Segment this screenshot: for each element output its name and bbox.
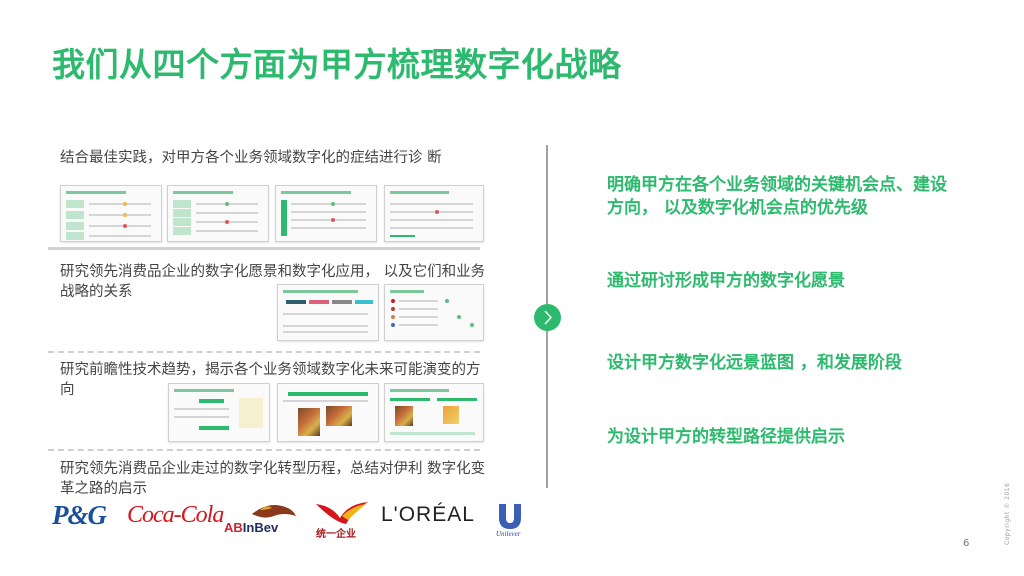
thumbnail-1-3	[275, 185, 377, 242]
thumbnail-2-1	[277, 284, 379, 341]
eagle-icon	[252, 505, 296, 518]
section-divider	[48, 351, 480, 353]
page-number: 6	[963, 538, 970, 549]
logo-unilever: Unilever	[493, 502, 527, 538]
thumbnail-3-2	[277, 383, 379, 442]
unilever-u-icon	[499, 504, 521, 529]
section-4-text: 研究领先消费品企业走过的数字化转型历程，总结对伊利 数字化变革之路的启示	[60, 461, 486, 497]
outcome-2: 通过研讨形成甲方的数字化愿景	[607, 271, 845, 291]
thumbnail-2-2	[384, 284, 484, 341]
thumbnail-1-4	[384, 185, 484, 242]
section-2-text: 研究领先消费品企业的数字化愿景和数字化应用， 以及它们和业务战略的关系	[60, 264, 486, 300]
thumbnail-1-2	[167, 185, 269, 242]
chevron-right-icon	[534, 304, 561, 331]
section-1-text: 结合最佳实践，对甲方各个业务领域数字化的症结进行诊 断	[60, 150, 442, 166]
logo-loreal: L'ORÉAL	[381, 503, 475, 526]
thumbnail-3-3	[384, 383, 484, 442]
outcome-1: 明确甲方在各个业务领域的关键机会点、建设方向， 以及数字化机会点的优先级	[607, 175, 947, 218]
section-divider	[48, 449, 480, 451]
logo-abinbev: ABInBev	[222, 500, 297, 536]
page-title: 我们从四个方面为甲方梳理数字化战略	[52, 45, 622, 84]
outcome-3: 设计甲方数字化远景蓝图 ，和发展阶段	[607, 353, 902, 373]
thumbnail-1-1	[60, 185, 162, 242]
copyright-text: Copyright © 2016	[1004, 482, 1011, 545]
section-3-text: 研究前瞻性技术趋势，揭示各个业务领域数字化未来可能演变的方向	[60, 362, 481, 398]
logo-pg: P&G	[52, 500, 107, 530]
outcome-4: 为设计甲方的转型路径提供启示	[607, 427, 845, 447]
section-divider	[48, 247, 480, 250]
logo-tongyi: 统一企业	[312, 500, 372, 540]
bird-icon	[316, 502, 368, 524]
thumbnail-3-1	[168, 383, 270, 442]
logo-coca-cola: Coca-Cola	[127, 502, 224, 528]
